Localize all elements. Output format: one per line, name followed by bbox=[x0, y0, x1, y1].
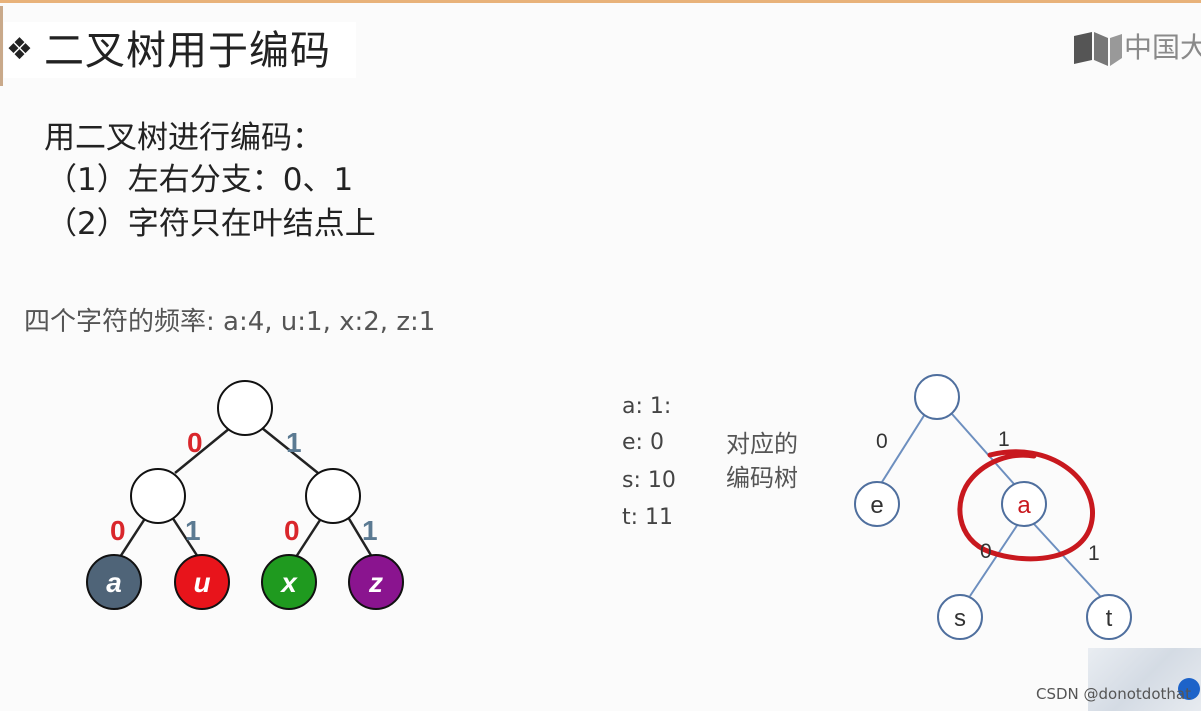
right-edge-label-one: 1 bbox=[1088, 542, 1100, 565]
node-label-s: s bbox=[954, 605, 966, 632]
highlight-circle bbox=[957, 449, 1095, 562]
left-tree-edge bbox=[170, 516, 200, 558]
node-label-a: a bbox=[1017, 492, 1031, 519]
logo-text: 中国大 bbox=[1124, 31, 1201, 64]
leaf-node-u bbox=[174, 554, 230, 610]
node-s bbox=[937, 594, 983, 640]
right-tree: e a s t 0 1 0 1 bbox=[854, 374, 1132, 640]
title-background bbox=[4, 22, 356, 78]
edge-label-one: 1 bbox=[286, 427, 302, 458]
corresponding-label-2: 编码树 bbox=[726, 464, 798, 492]
right-tree-edge bbox=[881, 413, 926, 483]
left-tree-edge bbox=[261, 427, 319, 474]
node-e bbox=[854, 481, 900, 527]
node-a bbox=[1001, 481, 1047, 527]
slide-title: 二叉树用于编码 bbox=[44, 28, 331, 74]
node-t bbox=[1086, 594, 1132, 640]
left-tree-edge bbox=[174, 427, 231, 474]
watermark-text: CSDN @donotdothat bbox=[1036, 685, 1191, 703]
intro-line-1: 用二叉树进行编码： bbox=[44, 120, 323, 156]
left-accent-bar bbox=[0, 6, 3, 86]
frequency-text: 四个字符的频率: a:4, u:1, x:2, z:1 bbox=[24, 307, 436, 337]
left-tree-root-node bbox=[217, 380, 273, 436]
watermark-badge-icon bbox=[1178, 678, 1200, 700]
node-label-t: t bbox=[1106, 605, 1113, 632]
intro-line-2: （1）左右分支：0、1 bbox=[46, 162, 354, 198]
leaf-label-u: u bbox=[193, 567, 210, 598]
edge-label-zero: 0 bbox=[284, 515, 300, 546]
edge-label-zero: 0 bbox=[187, 427, 203, 458]
left-tree-edge bbox=[346, 516, 374, 558]
top-rule bbox=[0, 0, 1201, 3]
code-e: e: 0 bbox=[622, 430, 664, 455]
intro-line-3: （2）字符只在叶结点上 bbox=[46, 206, 376, 242]
logo-icon bbox=[1074, 32, 1122, 66]
code-s: s: 10 bbox=[622, 468, 676, 493]
right-edge-label-zero: 0 bbox=[980, 540, 992, 563]
left-tree: a u x z 0 1 0 1 0 1 bbox=[86, 380, 404, 610]
left-tree-internal-node bbox=[130, 468, 186, 524]
leaf-node-z bbox=[348, 554, 404, 610]
edge-label-one: 1 bbox=[185, 515, 201, 546]
leaf-node-x bbox=[261, 554, 317, 610]
title-bullet-icon: ❖ bbox=[6, 32, 33, 67]
right-edge-label-one: 1 bbox=[998, 428, 1010, 451]
edge-label-zero: 0 bbox=[110, 515, 126, 546]
leaf-label-x: x bbox=[279, 567, 298, 598]
left-tree-edge bbox=[118, 516, 148, 558]
right-tree-edge bbox=[1033, 523, 1101, 597]
right-edge-label-zero: 0 bbox=[876, 430, 888, 453]
code-t: t: 11 bbox=[622, 505, 674, 530]
leaf-label-a: a bbox=[106, 567, 122, 598]
code-a: a: 1: bbox=[622, 394, 672, 419]
left-tree-edge bbox=[294, 516, 324, 558]
right-tree-edge bbox=[969, 523, 1019, 597]
right-tree-root-node bbox=[914, 374, 960, 420]
leaf-label-z: z bbox=[368, 567, 383, 598]
leaf-node-a bbox=[86, 554, 142, 610]
corresponding-label-1: 对应的 bbox=[726, 430, 798, 458]
left-tree-internal-node bbox=[305, 468, 361, 524]
node-label-e: e bbox=[870, 492, 883, 519]
edge-label-one: 1 bbox=[362, 515, 378, 546]
right-tree-edge bbox=[951, 413, 1015, 485]
